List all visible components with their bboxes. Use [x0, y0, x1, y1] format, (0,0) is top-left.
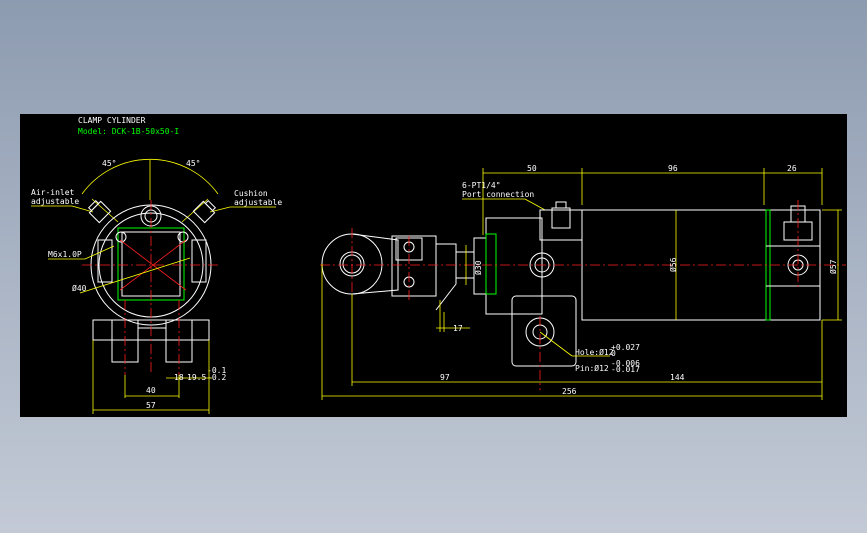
drawing-title: CLAMP CYLINDER	[78, 116, 146, 125]
pin-tol-dn: -0.017	[611, 365, 640, 374]
dim-19-5-tol-up: -0.1	[207, 366, 226, 375]
air-inlet-label-2: adjustable	[31, 197, 79, 206]
dim-40: 40	[146, 386, 156, 395]
diameter-label: Ø40	[72, 283, 87, 293]
pin-tol-up: -0.006	[611, 359, 640, 368]
dim-97: 97	[440, 373, 450, 382]
dim-57: 57	[146, 401, 156, 410]
dim-56: Ø56	[668, 257, 678, 272]
hole-tol-dn: 0	[611, 349, 616, 358]
dim-19-5: 19.5	[187, 373, 206, 382]
dim-50: 50	[527, 164, 537, 173]
dim-144: 144	[670, 373, 685, 382]
port-connection-label: Port connection	[462, 190, 534, 199]
air-inlet-label: Air-inlet	[31, 188, 75, 197]
hole-tol-up: +0.027	[611, 343, 640, 352]
dim-26: 26	[787, 164, 797, 173]
angle-left-label: 45°	[102, 159, 116, 168]
pin-label: Pin:Ø12	[575, 363, 609, 373]
angle-right-label: 45°	[186, 159, 200, 168]
dim-30: Ø30	[473, 260, 483, 275]
side-view: 50 96 26 6-PT1/4" Port connection	[320, 164, 846, 400]
end-view: 45° 45° Air-inlet adjustable Cushion adj…	[31, 159, 282, 414]
dim-17: 17	[453, 324, 463, 333]
model-label: Model: DCK-1B-50x50-I	[78, 127, 179, 136]
thread-label: M6x1.0P	[48, 250, 82, 259]
dim-256: 256	[562, 387, 577, 396]
dim-19-5-tol-dn: -0.2	[207, 373, 226, 382]
hole-label: Hole:Ø12	[575, 347, 614, 357]
drawing-panel	[20, 114, 847, 417]
cushion-label-2: adjustable	[234, 198, 282, 207]
cushion-label: Cushion	[234, 189, 268, 198]
dim-96: 96	[668, 164, 678, 173]
dim-57-dia: Ø57	[828, 259, 838, 274]
port-label: 6-PT1/4"	[462, 181, 501, 190]
